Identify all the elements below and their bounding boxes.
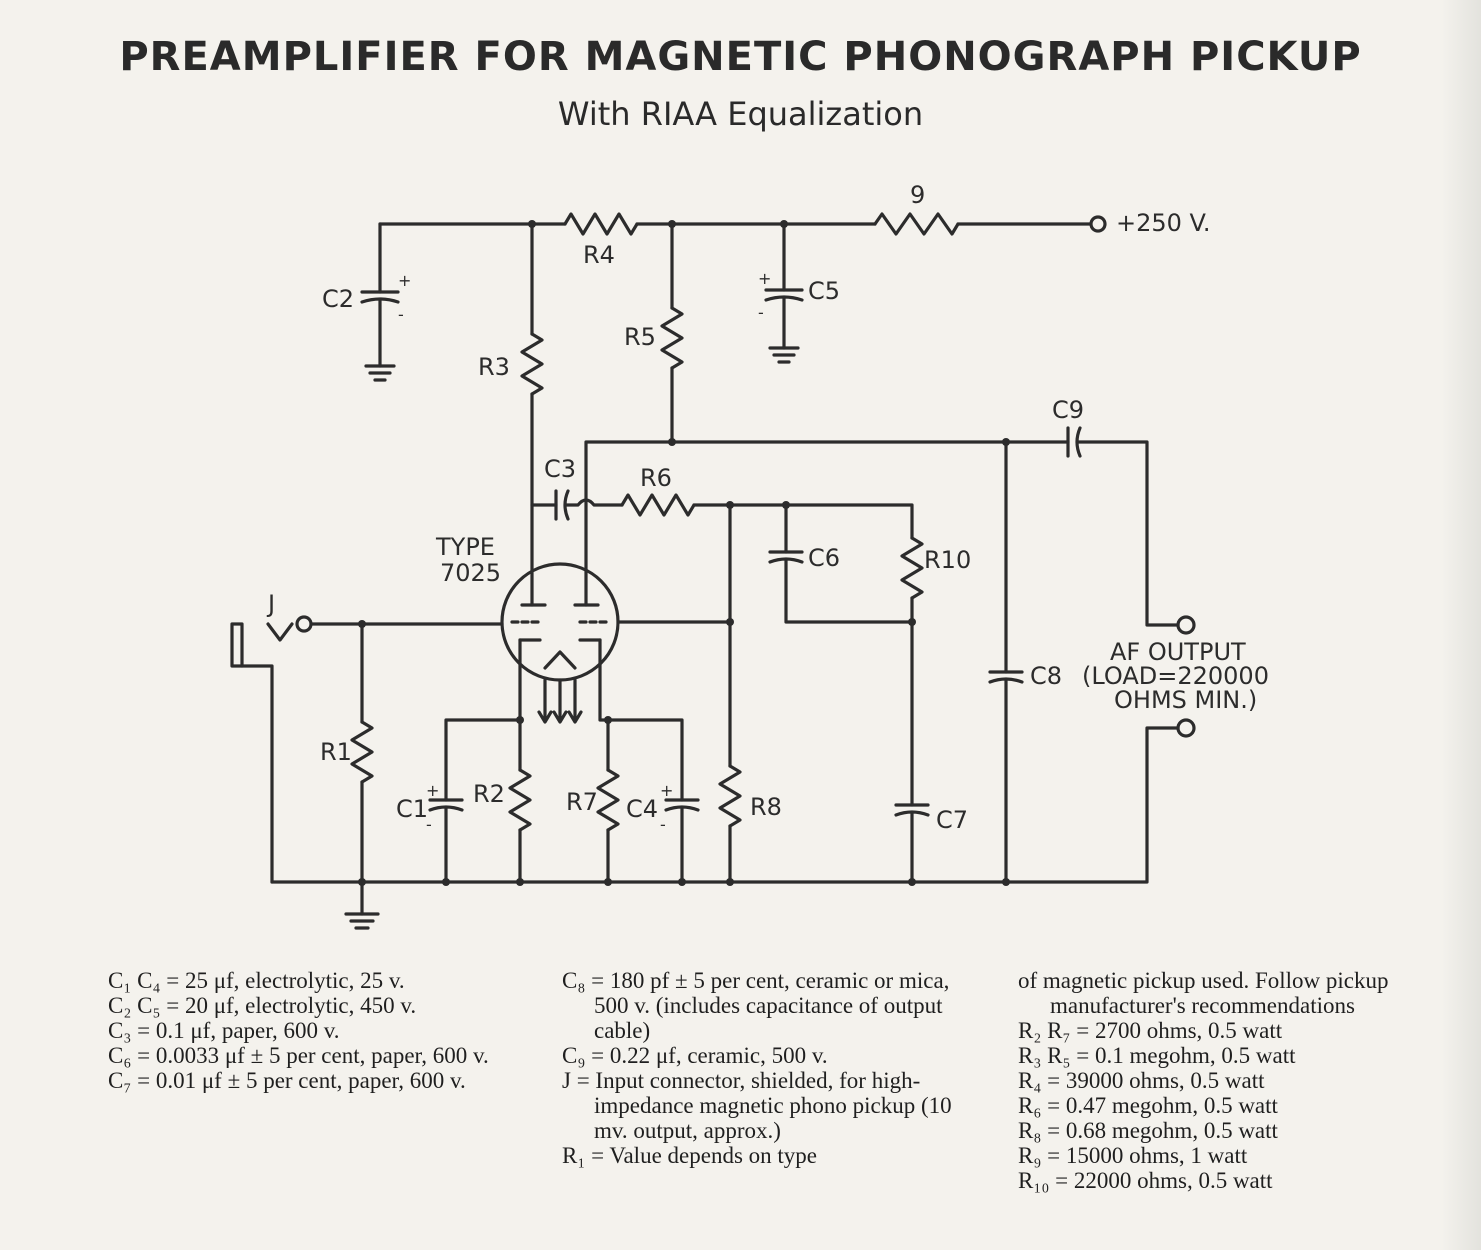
ground-symbol-c5 bbox=[768, 346, 800, 364]
c2-label: C2 bbox=[322, 285, 354, 313]
r2-label: R2 bbox=[473, 780, 505, 808]
c5-label: C5 bbox=[808, 277, 840, 305]
resistor-r2 bbox=[508, 768, 532, 832]
c4-minus-sign: - bbox=[660, 815, 666, 834]
resistor-r6 bbox=[620, 493, 696, 517]
jack-label: J bbox=[266, 590, 275, 618]
diagram-title: PREAMPLIFIER FOR MAGNETIC PHONOGRAPH PIC… bbox=[119, 34, 1362, 80]
parts-list-item: C₁ C₄ = 25 μf, electrolytic, 25 v. bbox=[108, 968, 405, 993]
resistor-r7 bbox=[596, 768, 620, 832]
input-jack[interactable] bbox=[230, 615, 313, 884]
r5-label: R5 bbox=[624, 323, 656, 351]
supply-terminal[interactable] bbox=[1089, 215, 1107, 233]
capacitor-c8 bbox=[988, 440, 1024, 884]
c7-label: C7 bbox=[936, 806, 968, 834]
c4-label: C4 bbox=[626, 795, 658, 823]
parts-list-column-2: C₈ = 180 pf ± 5 per cent, ceramic or mic… bbox=[562, 968, 977, 1168]
parts-list-item: C₂ C₅ = 20 μf, electrolytic, 450 v. bbox=[108, 993, 417, 1018]
capacitor-c5 bbox=[764, 222, 804, 350]
capacitor-c4 bbox=[664, 798, 700, 884]
parts-list-item: R₁₀ = 22000 ohms, 0.5 watt bbox=[1018, 1168, 1273, 1193]
r3-label: R3 bbox=[478, 353, 510, 381]
c2-minus-sign: - bbox=[398, 305, 404, 324]
c3-label: C3 bbox=[544, 455, 576, 483]
resistor-r1 bbox=[350, 720, 374, 784]
parts-list-item: R₃ R₅ = 0.1 megohm, 0.5 watt bbox=[1018, 1043, 1296, 1068]
page-fold-shadow bbox=[1441, 0, 1481, 1250]
ground-symbol-c2 bbox=[364, 364, 396, 382]
r6-label: R6 bbox=[640, 464, 672, 492]
supply-label: +250 V. bbox=[1116, 209, 1211, 237]
output-label-line3: OHMS MIN.) bbox=[1114, 686, 1257, 714]
c6-label: C6 bbox=[808, 544, 840, 572]
diagram-subtitle: With RIAA Equalization bbox=[557, 95, 924, 133]
parts-list-item: R₂ R₇ = 2700 ohms, 0.5 watt bbox=[1018, 1018, 1283, 1043]
c9-label: C9 bbox=[1052, 396, 1084, 424]
vacuum-tube-7025 bbox=[500, 562, 620, 724]
r7-label: R7 bbox=[566, 788, 598, 816]
parts-list-column-3: of magnetic pickup used. Follow pickup m… bbox=[1018, 968, 1428, 1193]
parts-list-item: of magnetic pickup used. Follow pickup m… bbox=[1018, 968, 1389, 1018]
c1-label: C1 bbox=[396, 795, 428, 823]
tube-number-label: 7025 bbox=[440, 559, 501, 587]
parts-list-item: J = Input connector, shielded, for high-… bbox=[562, 1068, 952, 1143]
output-label-line1: AF OUTPUT bbox=[1110, 638, 1246, 666]
resistor-r3 bbox=[520, 332, 544, 396]
tube-type-label: TYPE bbox=[435, 533, 495, 561]
c1-minus-sign: - bbox=[426, 815, 432, 834]
parts-list-item: R₁ = Value depends on type bbox=[562, 1143, 817, 1168]
c2-plus-sign: + bbox=[398, 271, 411, 290]
resistor-r10 bbox=[900, 536, 924, 600]
c5-plus-sign: + bbox=[758, 269, 771, 288]
parts-list-item: R₉ = 15000 ohms, 1 watt bbox=[1018, 1143, 1248, 1168]
c1-plus-sign: + bbox=[426, 781, 439, 800]
resistor-r8 bbox=[718, 764, 742, 828]
parts-list-item: R₈ = 0.68 megohm, 0.5 watt bbox=[1018, 1118, 1278, 1143]
parts-list-item: R₆ = 0.47 megohm, 0.5 watt bbox=[1018, 1093, 1278, 1118]
capacitor-c1 bbox=[428, 798, 464, 884]
ground-bus bbox=[270, 726, 1180, 930]
parts-list-item: R₄ = 39000 ohms, 0.5 watt bbox=[1018, 1068, 1265, 1093]
resistor-r9 bbox=[873, 212, 960, 236]
parts-list-item: C₃ = 0.1 μf, paper, 600 v. bbox=[108, 1018, 340, 1043]
r10-label: R10 bbox=[924, 546, 971, 574]
parts-list-item: C₇ = 0.01 μf ± 5 per cent, paper, 600 v. bbox=[108, 1068, 466, 1093]
parts-list-item: C₆ = 0.0033 μf ± 5 per cent, paper, 600 … bbox=[108, 1043, 489, 1068]
c5-minus-sign: - bbox=[758, 303, 764, 322]
output-label-line2: (LOAD=220000 bbox=[1082, 662, 1269, 690]
capacitor-c2 bbox=[360, 222, 400, 368]
r1-label: R1 bbox=[320, 738, 352, 766]
capacitor-c6 bbox=[768, 503, 914, 624]
c4-plus-sign: + bbox=[660, 781, 673, 800]
parts-list-column-1: C₁ C₄ = 25 μf, electrolytic, 25 v. C₂ C₅… bbox=[108, 968, 498, 1093]
capacitor-c7 bbox=[894, 803, 930, 884]
parts-list-item: C₈ = 180 pf ± 5 per cent, ceramic or mic… bbox=[562, 968, 950, 1043]
resistor-r4 bbox=[563, 212, 639, 236]
output-terminal-top[interactable] bbox=[1176, 615, 1196, 635]
output-terminal-bottom[interactable] bbox=[1176, 718, 1196, 738]
schematic-diagram: +250 V. 9 R4 R5 R3 R1 R2 R6 R7 R8 R10 C1… bbox=[230, 181, 1269, 930]
r8-label: R8 bbox=[750, 793, 782, 821]
resistor-r5 bbox=[660, 306, 684, 370]
r9-label: 9 bbox=[910, 181, 925, 209]
parts-list-item: C₉ = 0.22 μf, ceramic, 500 v. bbox=[562, 1043, 828, 1068]
r4-label: R4 bbox=[583, 241, 615, 269]
c8-label: C8 bbox=[1030, 662, 1062, 690]
